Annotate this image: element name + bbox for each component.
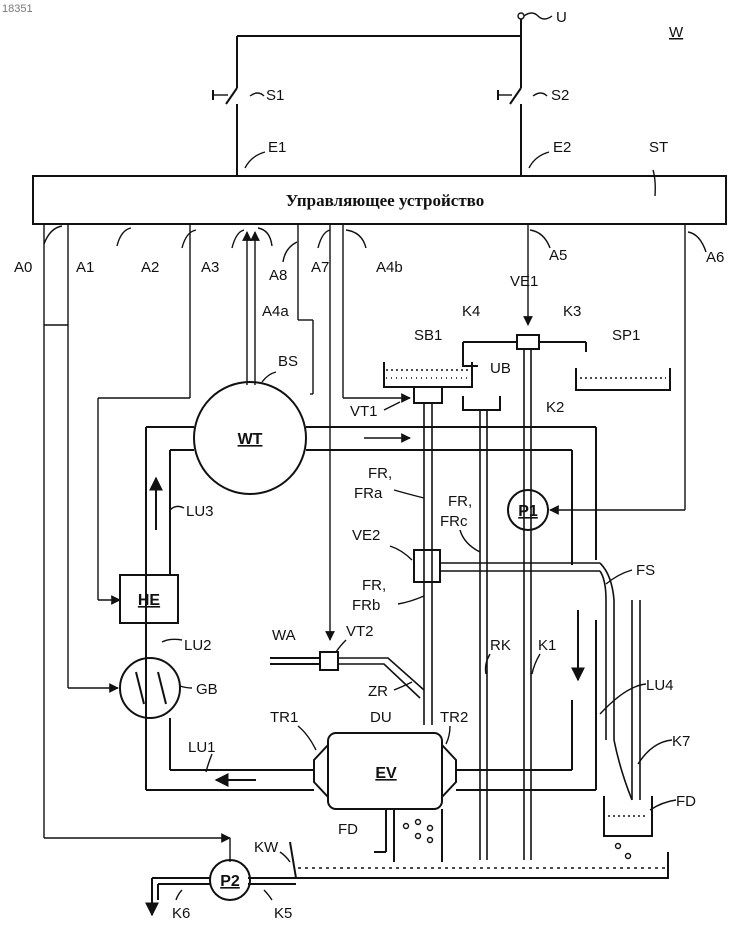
valve-ve2	[414, 550, 440, 582]
label-a1: A1	[76, 259, 94, 276]
label-a3: A3	[201, 259, 219, 276]
label-ub: UB	[490, 360, 511, 377]
label-lu2: LU2	[184, 637, 212, 654]
label-k5: K5	[274, 905, 292, 922]
switch-s2	[510, 88, 521, 104]
label-gb: GB	[196, 681, 218, 698]
label-s1: S1	[266, 87, 284, 104]
label-p1: P1	[518, 503, 538, 520]
label-a6: A6	[706, 249, 724, 266]
label-k2: K2	[546, 399, 564, 416]
control-unit-label: Управляющее устройство	[286, 191, 485, 210]
label-he: HE	[138, 592, 161, 609]
label-a0: A0	[14, 259, 32, 276]
label-st: ST	[649, 139, 668, 156]
label-lu1: LU1	[188, 739, 216, 756]
label-s2: S2	[551, 87, 569, 104]
label-fr-fra-2: FRa	[354, 485, 383, 502]
label-u: U	[556, 9, 567, 26]
label-du: DU	[370, 709, 392, 726]
label-k3: K3	[563, 303, 581, 320]
distribution-pipes	[440, 556, 640, 860]
label-a4b: A4b	[376, 259, 403, 276]
label-fd-right: FD	[676, 793, 696, 810]
label-p2: P2	[220, 873, 240, 890]
label-a5: A5	[549, 247, 567, 264]
label-a4a: A4a	[262, 303, 289, 320]
air-duct-lower	[146, 620, 596, 790]
valve-ve1	[463, 335, 586, 556]
label-fr-frb-2: FRb	[352, 597, 380, 614]
label-fr-frc-2: FRc	[440, 513, 468, 530]
label-k7: K7	[672, 733, 690, 750]
label-rk: RK	[490, 637, 511, 654]
drip-bottom	[374, 809, 442, 862]
label-lu4: LU4	[646, 677, 674, 694]
label-vt2: VT2	[346, 623, 374, 640]
label-k1: K1	[538, 637, 556, 654]
label-fs: FS	[636, 562, 655, 579]
label-sp1: SP1	[612, 327, 640, 344]
label-k4: K4	[462, 303, 480, 320]
label-e1: E1	[268, 139, 286, 156]
label-wt: WT	[238, 431, 263, 448]
blower-gb	[120, 658, 180, 718]
label-wa: WA	[272, 627, 296, 644]
label-tr2: TR2	[440, 709, 468, 726]
label-e2: E2	[553, 139, 571, 156]
label-fd-bottom: FD	[338, 821, 358, 838]
label-fr-fra-1: FR,	[368, 465, 392, 482]
drip-tray-right	[604, 796, 652, 859]
label-lu3: LU3	[186, 503, 214, 520]
supply-circuit	[213, 13, 552, 176]
label-zr: ZR	[368, 683, 388, 700]
label-k6: K6	[172, 905, 190, 922]
label-a2: A2	[141, 259, 159, 276]
overflow-ub	[463, 352, 500, 860]
label-ve1: VE1	[510, 273, 538, 290]
label-w: W	[669, 24, 684, 41]
container-sb1	[384, 362, 472, 403]
label-bs: BS	[278, 353, 298, 370]
label-fr-frc-1: FR,	[448, 493, 472, 510]
label-a8: A8	[269, 267, 287, 284]
label-ev: EV	[375, 765, 397, 782]
water-inlet	[270, 652, 424, 698]
label-vt1: VT1	[350, 403, 378, 420]
label-a7: A7	[311, 259, 329, 276]
figure-number: 18351	[2, 3, 33, 15]
label-sb1: SB1	[414, 327, 442, 344]
tray-sp1	[576, 368, 670, 390]
switch-s1	[226, 88, 237, 104]
label-ve2: VE2	[352, 527, 380, 544]
label-kw: KW	[254, 839, 279, 856]
label-fr-frb-1: FR,	[362, 577, 386, 594]
label-tr1: TR1	[270, 709, 298, 726]
